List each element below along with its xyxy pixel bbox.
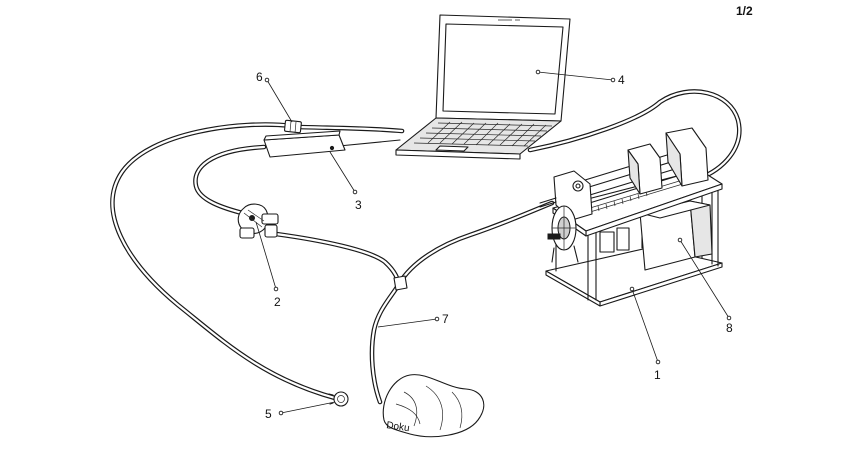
label-2: 2	[274, 295, 281, 309]
cushion-label: Doku	[386, 420, 411, 434]
reference-labels: 4 3 2 6 7 5 1 8 1/2	[256, 4, 753, 421]
label-6: 6	[256, 70, 263, 84]
cable-to-plug	[110, 122, 338, 401]
valve-connector	[237, 203, 279, 239]
label-4: 4	[618, 73, 625, 87]
cables	[110, 89, 742, 405]
tube-junction	[393, 275, 408, 291]
sheet-number: 1/2	[736, 4, 753, 18]
laptop	[395, 14, 571, 160]
apparatus	[539, 127, 723, 307]
tube-junction-apparatus	[396, 200, 555, 287]
cable-connector	[284, 119, 302, 134]
label-1: 1	[654, 368, 661, 382]
label-5: 5	[265, 407, 272, 421]
label-7: 7	[442, 312, 449, 326]
power-adapter	[263, 130, 346, 158]
label-3: 3	[355, 198, 362, 212]
laptop-keyboard	[413, 121, 553, 152]
end-plug	[328, 391, 349, 407]
leaders	[255, 69, 732, 416]
cushion: Doku	[382, 374, 485, 438]
label-8: 8	[726, 321, 733, 335]
drive-wheel	[547, 205, 579, 263]
